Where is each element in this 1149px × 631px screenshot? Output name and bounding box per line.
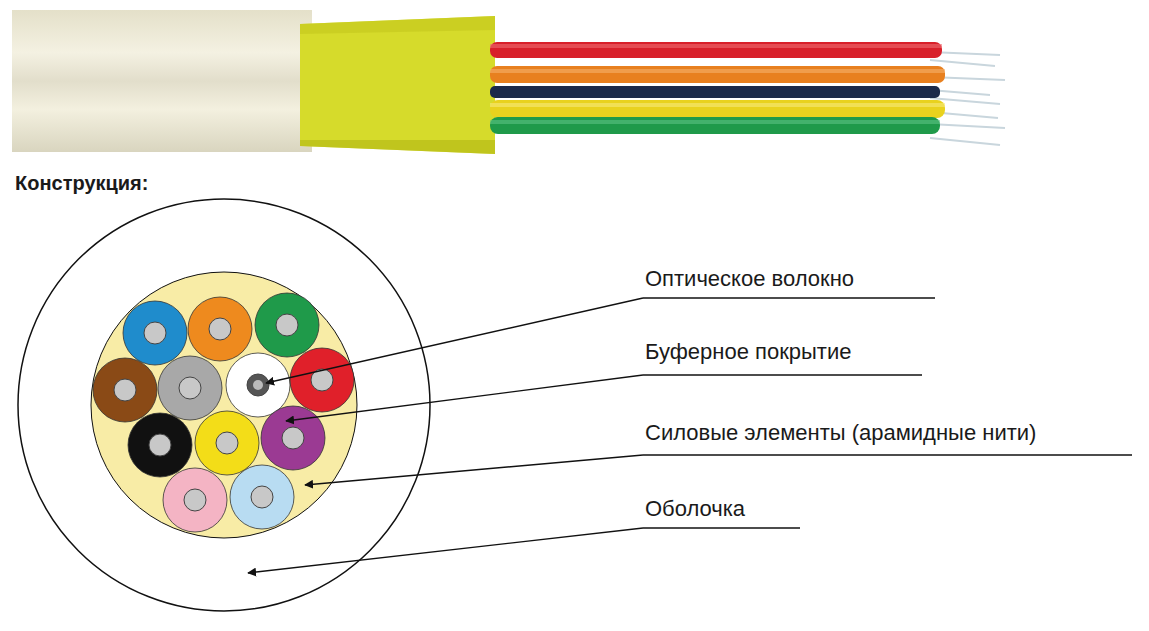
label-underline bbox=[643, 454, 1132, 455]
part-label: Оптическое волокно bbox=[645, 266, 854, 292]
aramid-yarn bbox=[300, 16, 495, 154]
part-label: Буферное покрытие bbox=[645, 339, 851, 365]
buffered-fibres bbox=[93, 293, 354, 532]
aramid-circle bbox=[91, 272, 357, 538]
label-underline bbox=[643, 297, 935, 298]
fibre-cores bbox=[114, 314, 333, 511]
part-label: Оболочка bbox=[645, 496, 745, 522]
cable-cross-section bbox=[18, 199, 430, 611]
fibre-orange bbox=[490, 66, 945, 83]
label-underline bbox=[643, 527, 800, 528]
fibre-green bbox=[490, 117, 940, 134]
fibre-red bbox=[490, 42, 942, 58]
cable-jacket bbox=[12, 10, 312, 152]
section-heading: Конструкция: bbox=[15, 171, 148, 195]
part-label: Силовые элементы (арамидные нити) bbox=[645, 420, 1036, 446]
leader-lines bbox=[248, 298, 1132, 573]
cable-side-view bbox=[12, 10, 1005, 154]
leader-line bbox=[286, 375, 643, 421]
fibre-core-center bbox=[253, 380, 263, 390]
leader-line bbox=[248, 528, 643, 573]
fibre-blue bbox=[490, 86, 940, 98]
leader-line bbox=[266, 298, 643, 383]
glass-fibre bbox=[930, 52, 1005, 145]
label-underline bbox=[643, 374, 922, 375]
jacket-circle bbox=[18, 199, 430, 611]
fibre-yellow bbox=[490, 100, 945, 118]
leader-line bbox=[305, 455, 643, 485]
